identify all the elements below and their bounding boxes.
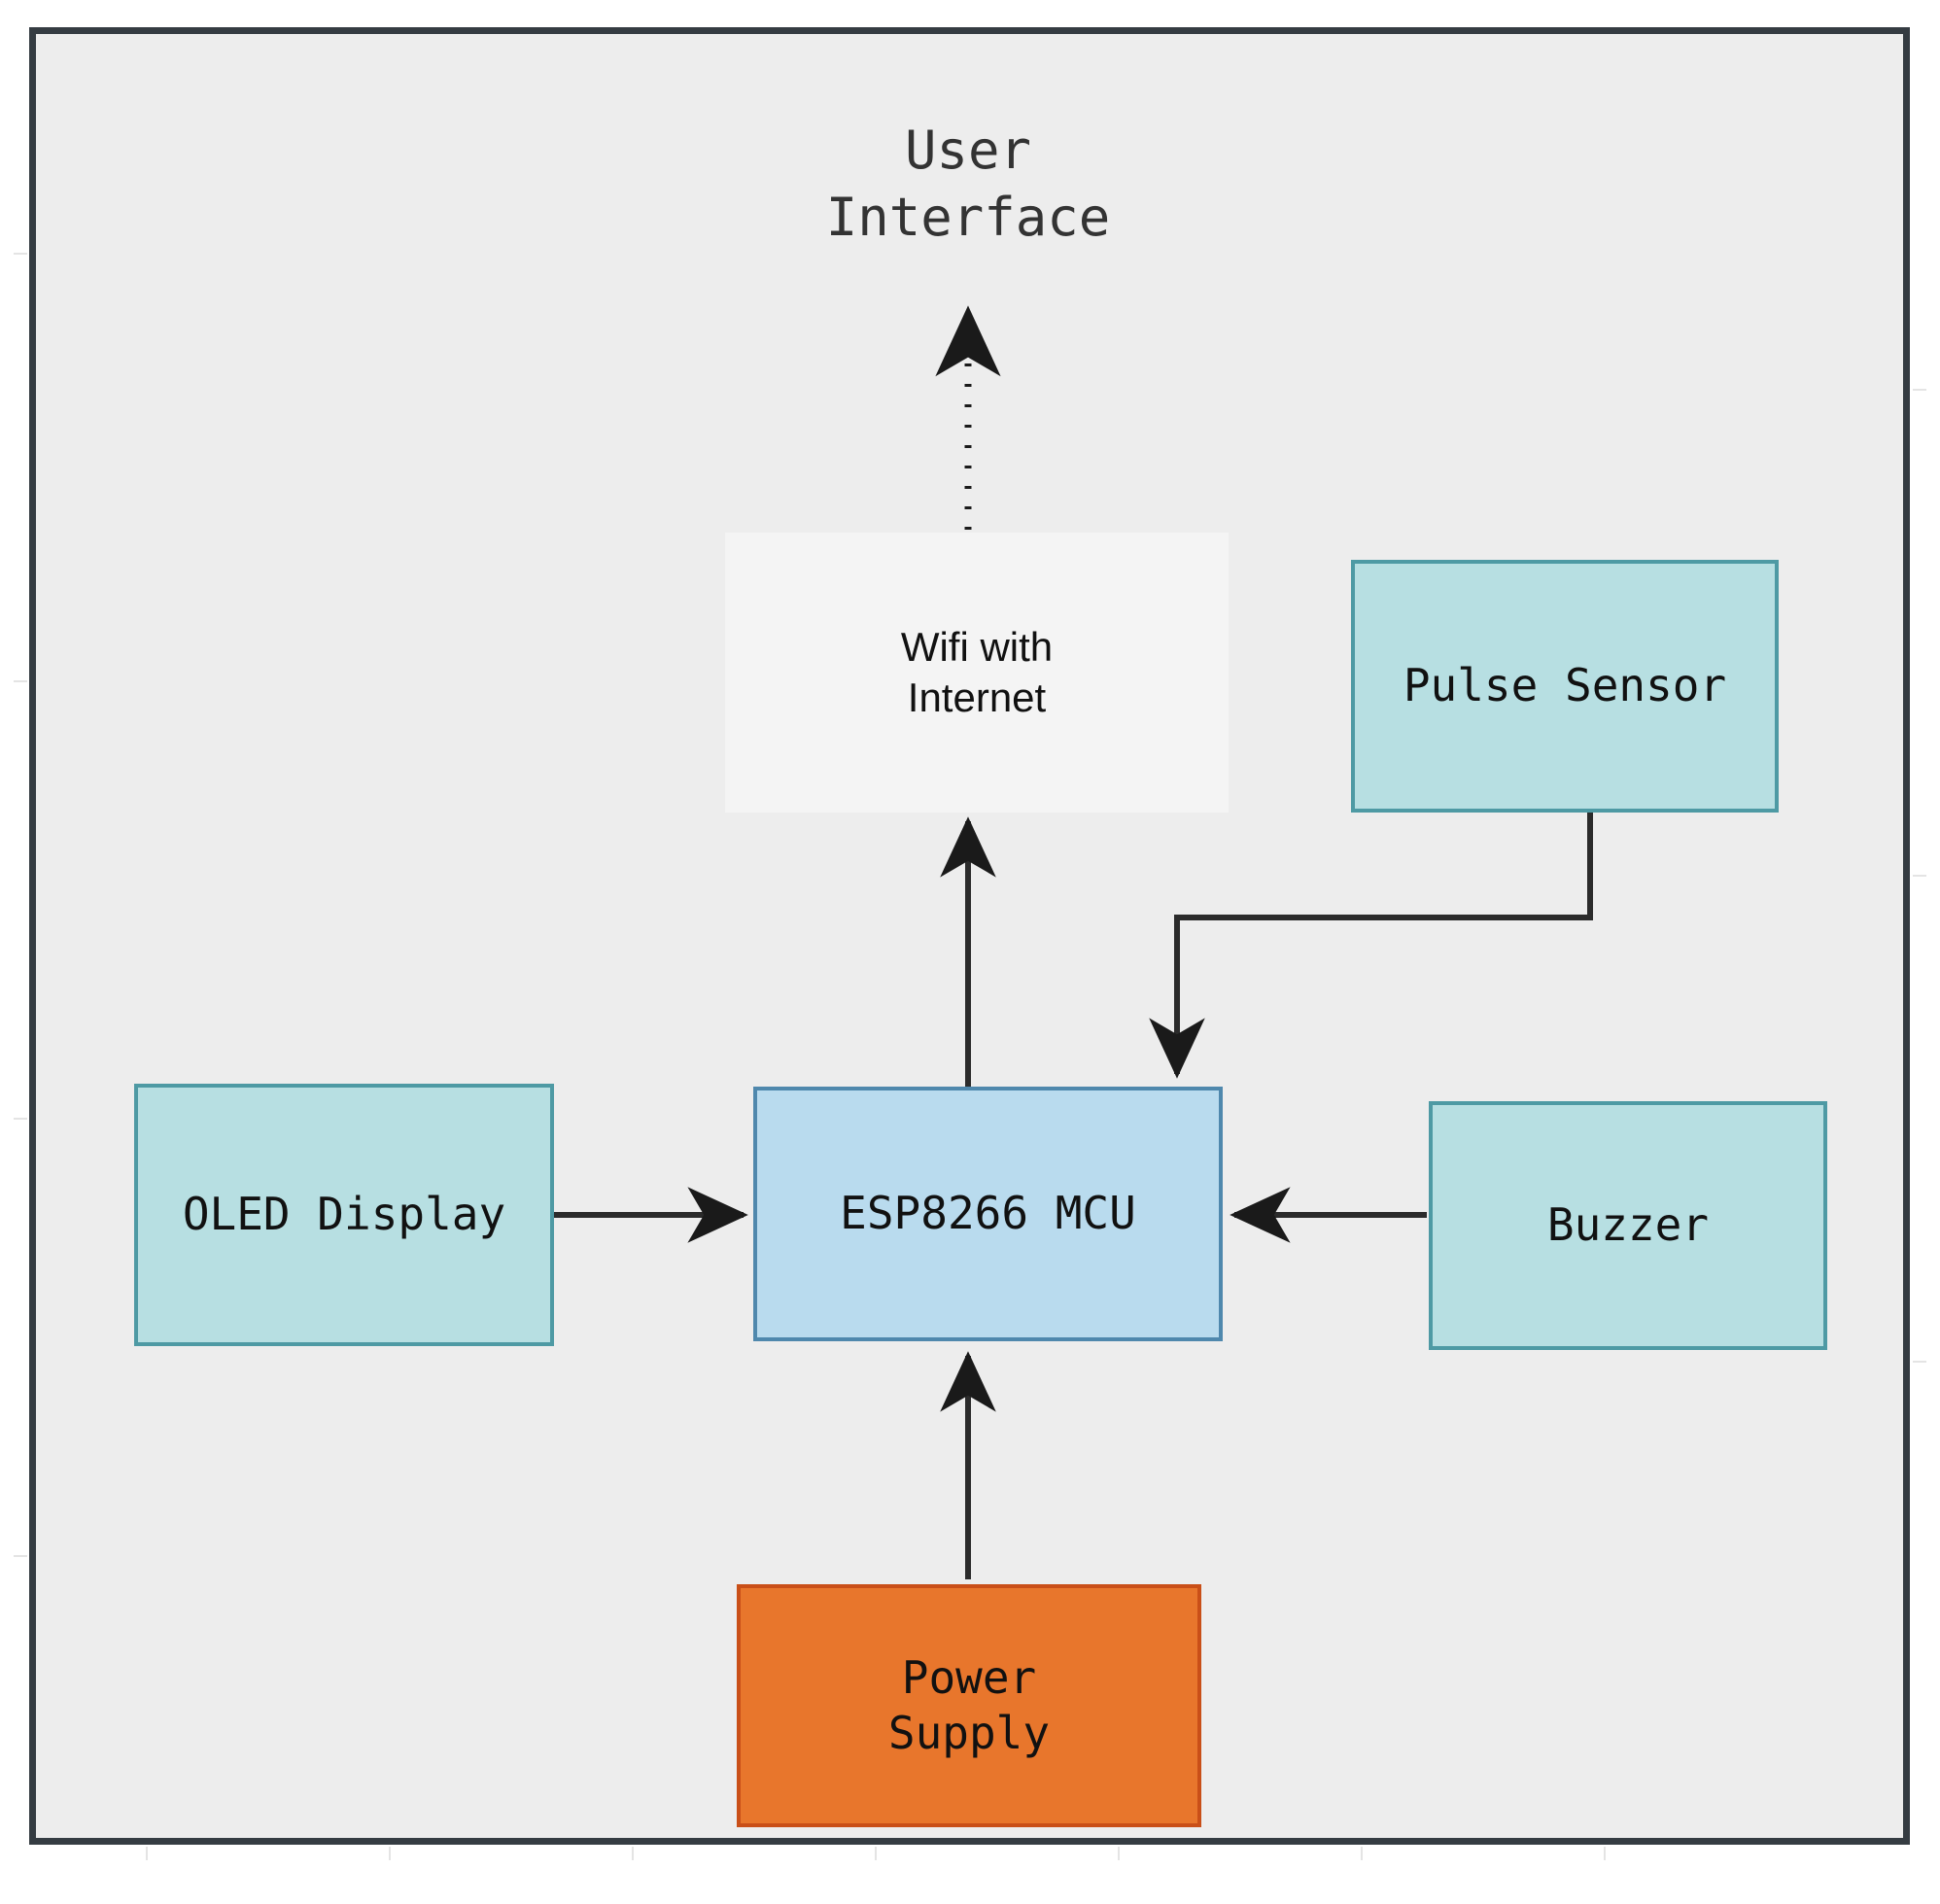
ruler-tick	[14, 680, 27, 682]
ruler-tick	[14, 1555, 27, 1557]
node-pulse-sensor[interactable]: Pulse Sensor	[1351, 560, 1779, 813]
node-wifi-with-internet[interactable]: Wifi with Internet	[725, 533, 1229, 813]
ruler-tick	[146, 1847, 148, 1860]
ruler-tick	[14, 1118, 27, 1120]
ruler-tick	[1913, 389, 1926, 391]
ruler-tick	[1361, 1847, 1363, 1860]
ruler-tick	[389, 1847, 391, 1860]
node-power-supply[interactable]: Power Supply	[737, 1584, 1201, 1827]
ruler-tick	[1913, 875, 1926, 877]
node-user-interface: User Interface	[825, 120, 1111, 249]
ruler-tick	[1913, 1361, 1926, 1363]
diagram-frame	[29, 27, 1910, 1845]
ruler-tick	[1118, 1847, 1120, 1860]
ruler-tick	[632, 1847, 634, 1860]
node-oled-display[interactable]: OLED Display	[134, 1084, 554, 1346]
node-esp8266-mcu[interactable]: ESP8266 MCU	[753, 1087, 1223, 1341]
ruler-tick	[14, 253, 27, 255]
ruler-tick	[875, 1847, 877, 1860]
node-buzzer[interactable]: Buzzer	[1429, 1101, 1827, 1350]
ruler-tick	[1604, 1847, 1606, 1860]
